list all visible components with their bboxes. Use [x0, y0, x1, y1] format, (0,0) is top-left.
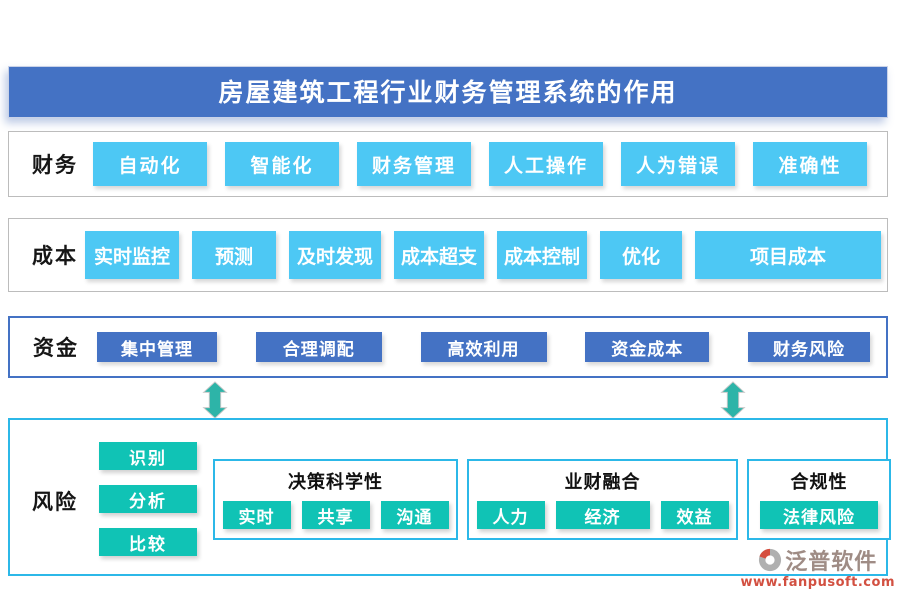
- up-down-arrow-icon: [202, 381, 228, 419]
- group-title: 合规性: [790, 472, 848, 493]
- tag-economy: 经济: [555, 501, 650, 529]
- group-tags: 法律风险: [760, 501, 878, 529]
- tag-sharing: 共享: [301, 501, 370, 529]
- tag-cost-control: 成本控制: [497, 231, 587, 279]
- tag-optimization: 优化: [600, 231, 682, 279]
- group-title: 决策科学性: [288, 472, 383, 493]
- tag-intelligence: 智能化: [225, 142, 339, 186]
- tag-communication: 沟通: [380, 501, 449, 529]
- tag-realtime-monitor: 实时监控: [85, 231, 179, 279]
- section-finance: 财务 自动化 智能化 财务管理 人工操作 人为错误 准确性: [8, 131, 888, 197]
- group-title: 业财融合: [564, 472, 641, 493]
- tag-manual-operation: 人工操作: [489, 142, 603, 186]
- brand-url: www.fanpusoft.com: [740, 575, 895, 590]
- tag-cost-overrun: 成本超支: [394, 231, 484, 279]
- finance-tags: 自动化 智能化 财务管理 人工操作 人为错误 准确性: [93, 142, 867, 186]
- risk-tags: 识别 分析 比较: [99, 442, 197, 556]
- tag-benefit: 效益: [660, 501, 729, 529]
- page-title: 房屋建筑工程行业财务管理系统的作用: [8, 66, 888, 118]
- row-label-fund: 资金: [33, 336, 79, 360]
- tag-compare: 比较: [99, 528, 197, 556]
- tag-timely-detection: 及时发现: [289, 231, 381, 279]
- group-tags: 实时 共享 沟通: [222, 501, 449, 529]
- tag-financial-risk: 财务风险: [748, 332, 870, 362]
- tag-human-error: 人为错误: [621, 142, 735, 186]
- section-fund: 资金 集中管理 合理调配 高效利用 资金成本 财务风险: [8, 316, 888, 378]
- brand-name: 泛普软件: [785, 550, 878, 575]
- row-label-risk: 风险: [32, 490, 78, 514]
- tag-automation: 自动化: [93, 142, 207, 186]
- fund-tags: 集中管理 合理调配 高效利用 资金成本 财务风险: [97, 332, 870, 362]
- tag-forecast: 预测: [192, 231, 276, 279]
- tag-capital-cost: 资金成本: [585, 332, 710, 362]
- brand-watermark: 泛普软件 www.fanpusoft.com: [740, 544, 895, 590]
- group-decision-science: 决策科学性 实时 共享 沟通: [213, 459, 458, 540]
- tag-project-cost: 项目成本: [695, 231, 881, 279]
- tag-realtime: 实时: [222, 501, 291, 529]
- group-tags: 人力 经济 效益: [476, 501, 729, 529]
- group-compliance: 合规性 法律风险: [747, 459, 891, 540]
- fanpu-logo-icon: [759, 548, 782, 572]
- section-cost: 成本 实时监控 预测 及时发现 成本超支 成本控制 优化 项目成本: [8, 218, 888, 292]
- tag-manpower: 人力: [476, 501, 545, 529]
- row-label-cost: 成本: [32, 244, 78, 268]
- section-risk: 风险 识别 分析 比较 决策科学性 实时 共享 沟通 业财融合 人力 经济 效益…: [8, 418, 891, 576]
- tag-financial-management: 财务管理: [357, 142, 471, 186]
- row-label-finance: 财务: [32, 153, 78, 177]
- tag-efficient-use: 高效利用: [420, 332, 547, 362]
- tag-centralized-management: 集中管理: [97, 332, 217, 362]
- tag-rational-allocation: 合理调配: [255, 332, 382, 362]
- tag-accuracy: 准确性: [753, 142, 867, 186]
- cost-tags: 实时监控 预测 及时发现 成本超支 成本控制 优化 项目成本: [85, 231, 881, 279]
- tag-analyze: 分析: [99, 485, 197, 513]
- up-down-arrow-icon: [720, 381, 746, 419]
- tag-identify: 识别: [99, 442, 197, 470]
- brand-row: 泛普软件: [758, 544, 877, 576]
- group-business-finance-fusion: 业财融合 人力 经济 效益: [467, 459, 738, 540]
- tag-legal-risk: 法律风险: [760, 501, 878, 529]
